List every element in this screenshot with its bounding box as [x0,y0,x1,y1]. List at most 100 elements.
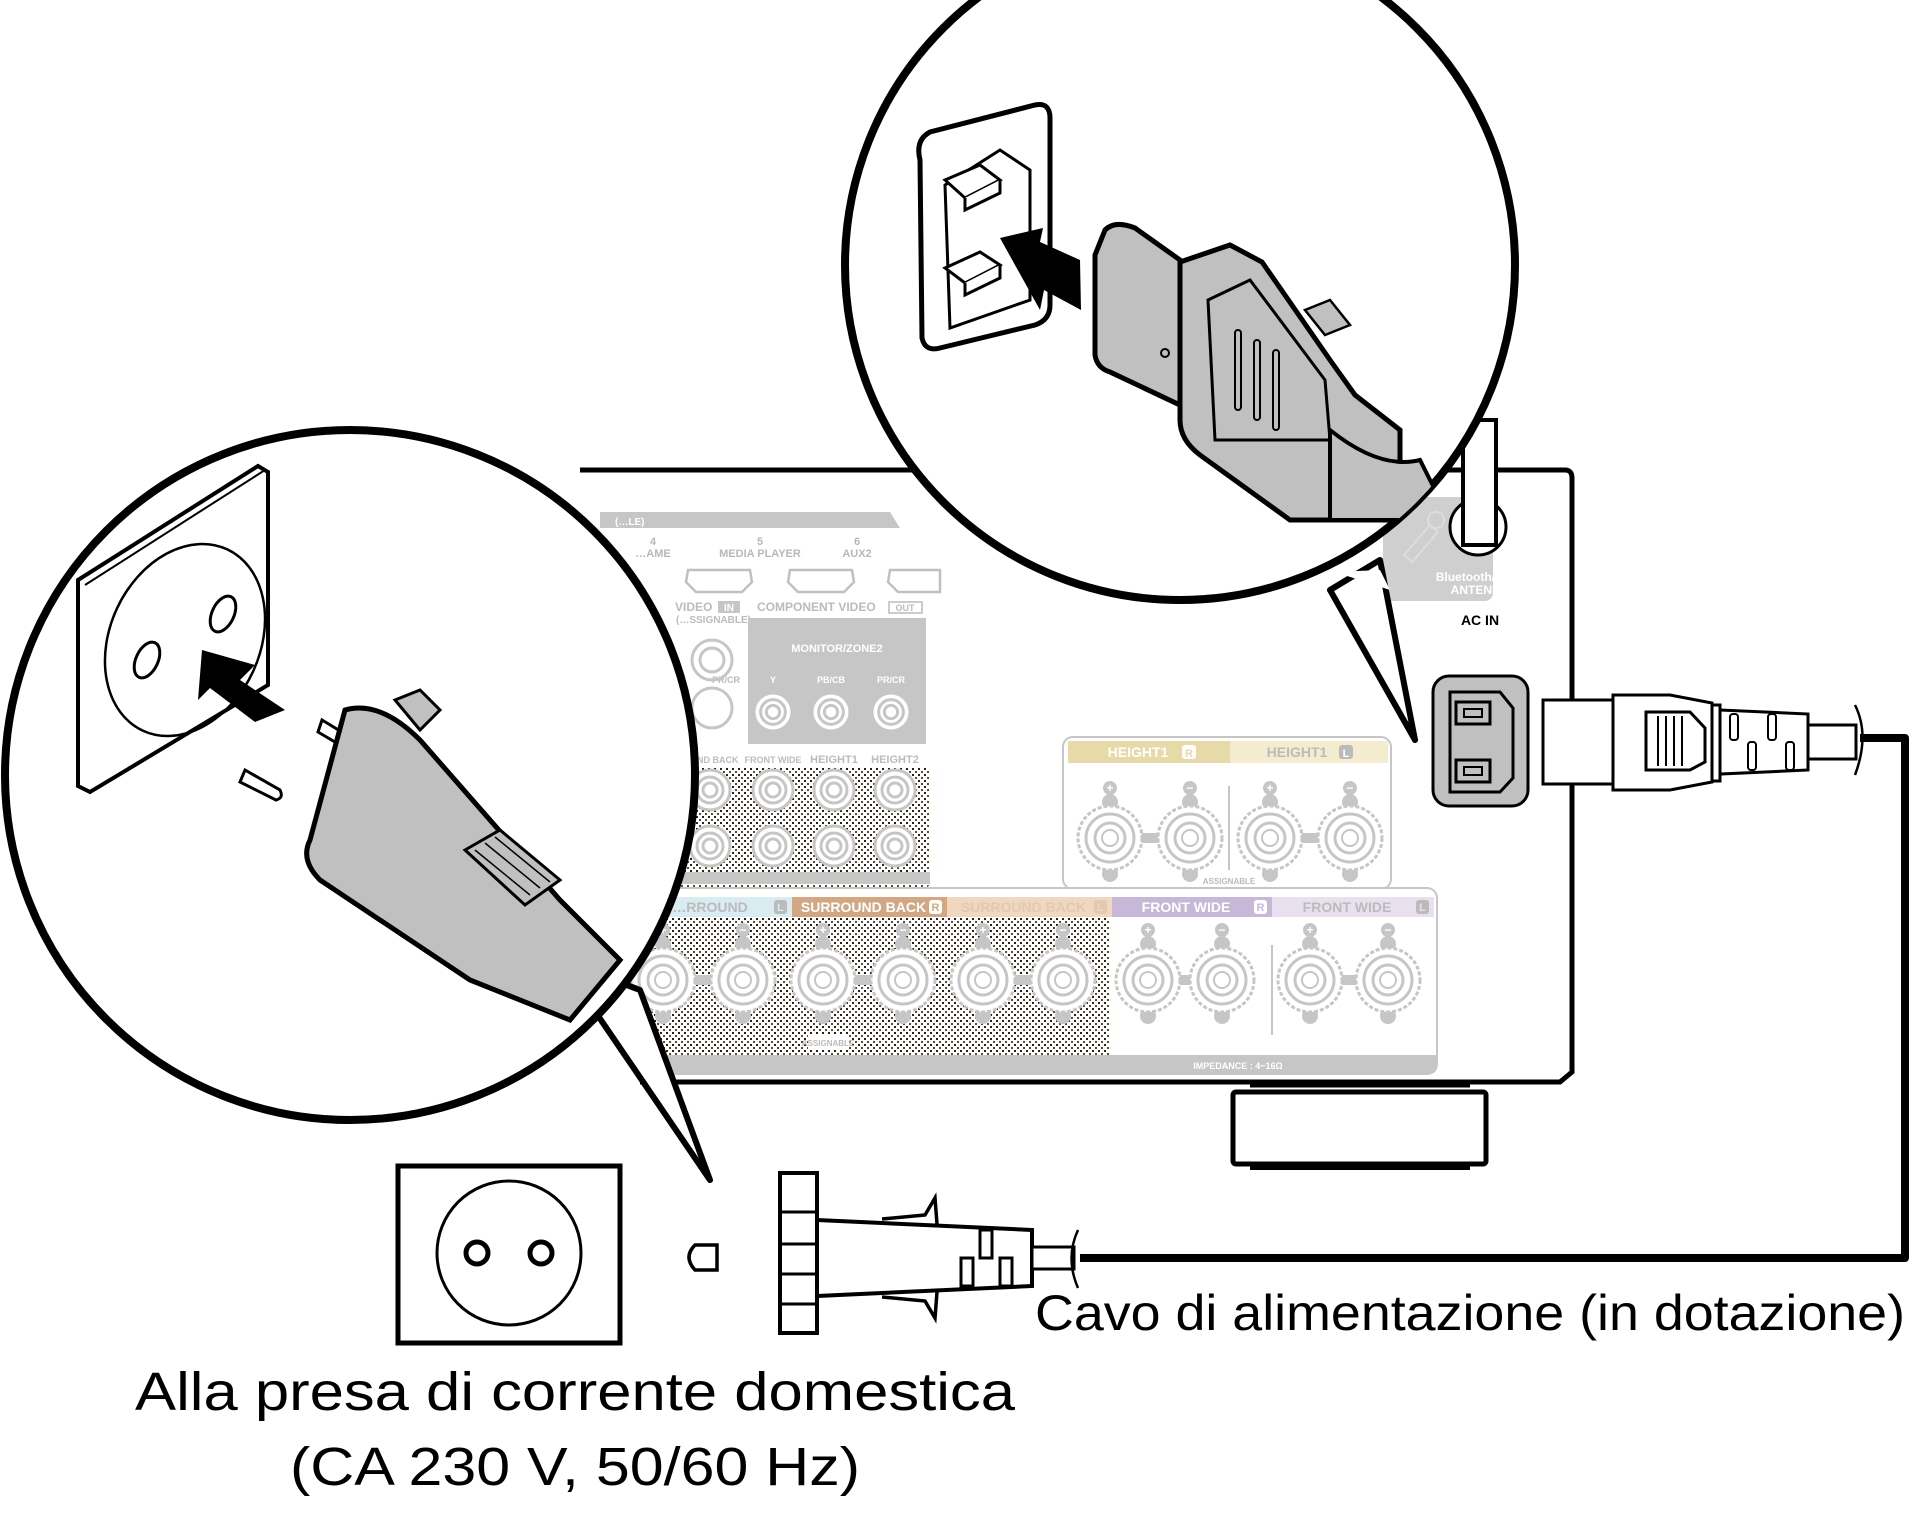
height1-l-badge: L [1343,748,1350,760]
speaker-terminal-icon: + [1076,781,1144,882]
speaker-terminal-icon: − [1156,781,1224,882]
height-terminals: +−+− [1076,781,1384,882]
channel-badge-letter: L [777,902,784,914]
wall-outlet-icon [395,1163,623,1346]
hdmi-input-5: 5 MEDIA PLAYER [684,536,801,594]
svg-text:+: + [1306,923,1313,937]
speaker-section-header: …RROUND L [640,897,792,917]
terminal-link [823,975,903,985]
component-jack-label: Y [770,675,776,685]
terminal-link [1310,975,1388,985]
terminal-link [663,975,743,985]
channel-badge-letter: L [1097,902,1104,914]
terminal-link [1148,975,1222,985]
speaker-terminal-icon: − [1188,923,1256,1024]
receiver-foot [1230,1084,1489,1170]
hdmi-input-number: 4 [650,536,657,548]
rca-jack-icon [812,768,856,812]
rca-jack-icon [688,768,732,812]
rca-jack-icon [688,824,732,868]
channel-badge [1094,900,1107,914]
hdmi-input-number: 5 [757,536,763,548]
svg-text:+: + [659,923,666,937]
component-zone-label: MONITOR/ZONE2 [791,643,882,655]
hdmi-input-6: 6 AUX2 [786,536,942,594]
rca-jack-icon [873,768,917,812]
height1-l-label: HEIGHT1 [1267,744,1328,760]
euro-plug-perspective-icon [238,688,624,1023]
speaker-terminal-icon: − [1316,781,1384,882]
wall-socket-perspective-icon [76,463,270,795]
channel-badge [1416,900,1429,914]
speaker-assignable-label: ASSIGNABLE [802,1039,855,1048]
speaker-section-label: FRONT WIDE [1142,899,1231,915]
video-in-sub: (…SSIGNABLE) [676,615,751,626]
rca-jack-icon [751,824,795,868]
svg-text:−: − [1384,923,1391,937]
component-video-section: VIDEO IN (…SSIGNABLE) PR/CR COMPONENT VI… [675,600,926,744]
height-speaker-section: HEIGHT1 R HEIGHT1 L ASSIGNABLE +−+− [1062,736,1392,890]
component-video-title: COMPONENT VIDEO [757,600,876,614]
speaker-terminal-icon: + [1114,923,1182,1024]
hdmi-port-icon [786,568,856,594]
component-video-badge: OUT [896,603,916,613]
hdmi-port-icon [684,568,754,594]
speaker-terminal-icon: + [949,923,1017,1024]
iec-inlet-socket-icon [916,102,1053,352]
speaker-terminal-icon: − [709,923,777,1024]
speaker-section-header: FRONT WIDE L [1272,897,1434,917]
channel-badge-letter: R [932,902,940,914]
component-jack-label: PR/CR [877,675,906,685]
channel-badge [1254,900,1267,914]
terminal-link [1270,833,1350,843]
height1-r-label: HEIGHT1 [1108,744,1169,760]
channel-badge-letter: R [1257,902,1265,914]
iec-connector-plug[interactable] [1541,693,1864,792]
component-jacks [752,691,912,733]
video-in-label: VIDEO [675,600,712,614]
preout-section: …UND BACK FRONT WIDE HEIGHT1 HEIGHT2 [640,750,930,888]
insert-arrow-icon[interactable] [1000,228,1081,310]
speaker-section-label: FRONT WIDE [1303,899,1392,915]
rca-jack-icon [873,824,917,868]
channel-badge-letter: L [1419,902,1426,914]
svg-text:−: − [899,923,906,937]
impedance-strip [640,1055,1437,1074]
hdmi-port-icon [886,568,942,594]
speaker-section-label: …RROUND [672,899,747,915]
receiver-rear-panel: (…LE) 4 …AME 5 MEDIA PLAYER 6 AUX2 VIDEO… [580,418,1909,1262]
speaker-terminal-icon: + [1276,923,1344,1024]
power-cord-caption: Cavo di alimentazione (in dotazione) [1035,1285,1905,1341]
impedance-label: IMPEDANCE : 4~16Ω [1193,1061,1283,1071]
channel-badge [774,900,787,914]
power-cable [1080,734,1909,1262]
hdmi-input-number: 6 [854,536,860,548]
hdmi-header-label: (…LE) [615,517,644,528]
speaker-section-header: FRONT WIDE R [1112,897,1272,917]
wall-outlet-zoom-callout [1,426,713,1183]
rca-jack-icon [812,824,856,868]
preout-label: FRONT WIDE [745,755,802,765]
insert-arrow-icon[interactable] [198,650,285,722]
speaker-terminals: +−+−+−+−+− [629,923,1422,1024]
euro-plug-side-icon[interactable] [687,1171,1080,1335]
speaker-terminal-icon: − [1029,923,1097,1024]
rca-jack-icon [870,691,912,733]
channel-badge [929,900,942,914]
rca-jack-icon [810,691,852,733]
svg-text:−: − [1346,781,1353,795]
ac-inlet-zoom-callout [841,0,1519,743]
component-jack-label: PB/CB [817,675,846,685]
outlet-caption-line1: Alla presa di corrente domestica [135,1362,1016,1422]
svg-text:−: − [1218,923,1225,937]
video-in-jack-label: PR/CR [712,675,741,685]
svg-text:−: − [739,923,746,937]
antenna-label-line2: ANTENNA [1451,583,1510,597]
speaker-terminal-icon: + [1236,781,1304,882]
svg-text:+: + [1106,781,1113,795]
svg-text:+: + [979,923,986,937]
